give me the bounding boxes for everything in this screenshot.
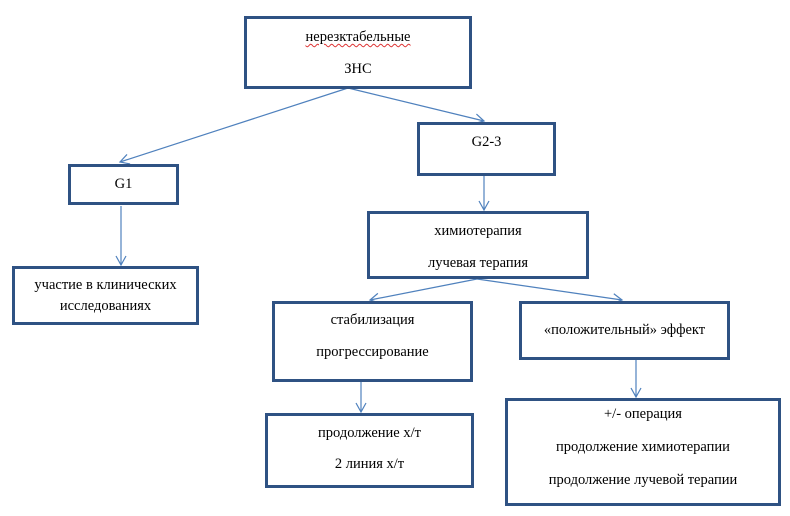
edge-therapy-stabilization bbox=[368, 278, 478, 304]
node-therapy-line-1: химиотерапия bbox=[434, 223, 522, 239]
node-unresectable-tumors: нерезктабельные ЗНС bbox=[244, 16, 472, 89]
node-g1: G1 bbox=[68, 164, 179, 205]
edge-therapy-positive bbox=[476, 278, 624, 305]
edge-root-g23 bbox=[347, 87, 486, 125]
node-root-line-2: ЗНС bbox=[344, 61, 372, 77]
node-stab-line-2: прогрессирование bbox=[316, 344, 429, 360]
node-clinical-trials: участие в клинических исследованиях bbox=[12, 266, 199, 325]
node-surgery-continuation: +/- операция продолжение химиотерапии пр… bbox=[505, 398, 781, 506]
node-positive-effect: «положительный» эффект bbox=[519, 301, 730, 360]
node-positive-label: «положительный» эффект bbox=[543, 322, 706, 338]
node-root-line-1: нерезктабельные bbox=[305, 29, 411, 45]
node-surgery-line-1: +/- операция bbox=[604, 406, 682, 422]
node-continue-line-1: продолжение х/т bbox=[318, 425, 421, 441]
node-surgery-line-2: продолжение химиотерапии bbox=[556, 439, 730, 455]
node-continue-chemo: продолжение х/т 2 линия х/т bbox=[265, 413, 474, 488]
node-stabilization-progression: стабилизация прогрессирование bbox=[272, 301, 473, 382]
edge-root-g1 bbox=[118, 87, 349, 165]
node-clinical-line-2: исследованиях bbox=[59, 298, 152, 314]
node-g23-label: G2-3 bbox=[471, 134, 502, 150]
node-therapy-line-2: лучевая терапия bbox=[427, 255, 529, 271]
node-clinical-line-1: участие в клинических bbox=[34, 277, 177, 293]
node-continue-line-2: 2 линия х/т bbox=[334, 456, 405, 472]
node-chemo-radiotherapy: химиотерапия лучевая терапия bbox=[367, 211, 589, 279]
node-surgery-line-3: продолжение лучевой терапии bbox=[548, 472, 738, 488]
node-g2-3: G2-3 bbox=[417, 122, 556, 176]
node-g1-label: G1 bbox=[114, 176, 133, 192]
node-stab-line-1: стабилизация bbox=[330, 312, 415, 328]
